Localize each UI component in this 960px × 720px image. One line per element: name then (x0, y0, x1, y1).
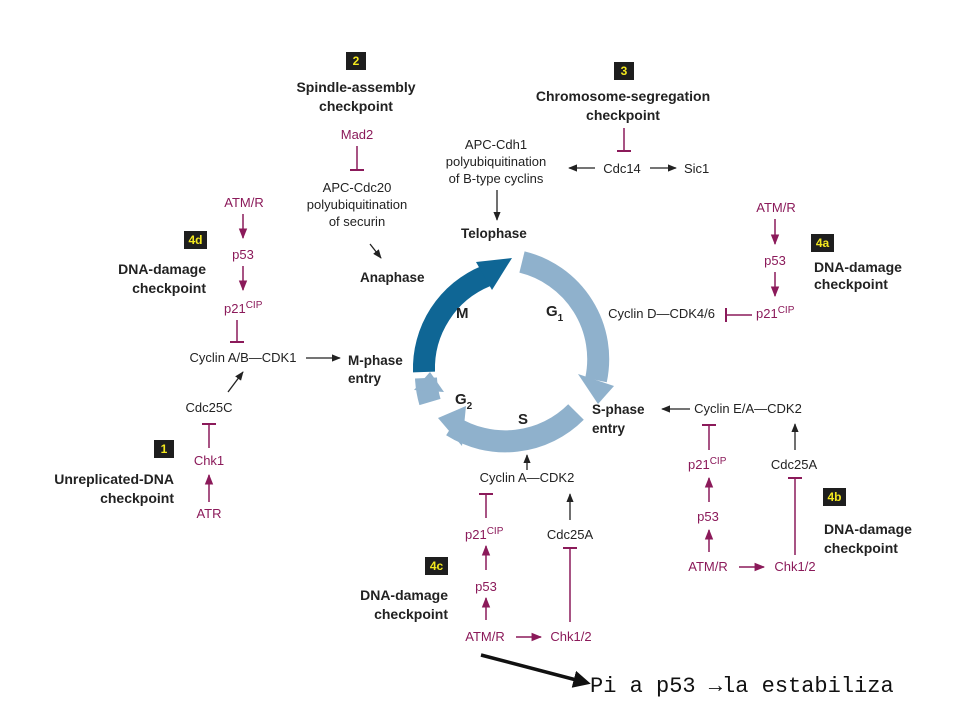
4b-chk-label: Chk1/2 (774, 559, 815, 574)
caption-annotation: Pi a p53 →la estabiliza (480, 653, 894, 699)
chk1-label: Chk1 (194, 453, 224, 468)
badge-1-label: 1 (161, 442, 168, 456)
g2-m-arrowhead (414, 372, 444, 392)
badge-4a-box (811, 234, 834, 252)
checkpoint-4a-dna-damage: ATM/R 4a p53 DNA-damage checkpoint p21CI… (608, 200, 902, 322)
checkpoint-4d-title-line1: DNA-damage (118, 261, 206, 277)
sic1-label: Sic1 (684, 161, 709, 176)
apc-cdh1-line3: of B-type cyclins (449, 171, 544, 186)
mad2-label: Mad2 (341, 127, 374, 142)
4b-cdc25a-label: Cdc25A (771, 457, 818, 472)
checkpoint-4c-title-line1: DNA-damage (360, 587, 448, 603)
telophase-label: Telophase (461, 226, 527, 241)
checkpoint-4d-dna-damage: ATM/R 4d p53 DNA-damage checkpoint p21CI… (118, 195, 403, 386)
4d-p53-label: p53 (232, 247, 254, 262)
sphase-entry-line2: entry (592, 421, 626, 436)
4b-atm-label: ATM/R (688, 559, 727, 574)
sphase-entry-line1: S-phase (592, 402, 645, 417)
4d-atm-label: ATM/R (224, 195, 263, 210)
4c-cdc25a-label: Cdc25A (547, 527, 594, 542)
phase-m-label: M (456, 305, 469, 322)
g2-arrowhead (438, 406, 466, 446)
checkpoint-2-title-line2: checkpoint (319, 98, 393, 114)
badge-4d-box (184, 231, 207, 249)
checkpoint-4d-title-line2: checkpoint (132, 280, 206, 296)
anaphase-label: Anaphase (360, 270, 425, 285)
m-arc (412, 265, 491, 373)
s-g2-arc (446, 404, 584, 453)
cyclin-ab-cdk1-label: Cyclin A/B—CDK1 (190, 350, 297, 365)
cyclin-d-cdk46-label: Cyclin D—CDK4/6 (608, 306, 715, 321)
caption-text: Pi a p53 →la estabiliza (590, 674, 894, 699)
checkpoint-4c-dna-damage: Cyclin A—CDK2 p21CIP Cdc25A 4c p53 DNA-d… (360, 454, 594, 644)
badge-4a-label: 4a (816, 236, 830, 250)
badge-3-box (614, 62, 634, 80)
4c-p53-label: p53 (475, 579, 497, 594)
phase-g2-label: G2 (455, 391, 473, 412)
checkpoint-4b-title-line1: DNA-damage (824, 521, 912, 537)
checkpoint-4a-title-line2: checkpoint (814, 276, 888, 292)
apc-cdc20-line2: polyubiquitination (307, 197, 407, 212)
apc-to-anaphase-arrow (369, 243, 382, 259)
badge-4c-label: 4c (430, 559, 444, 573)
4a-p21-label: p21CIP (756, 305, 795, 321)
cdc25c-label: Cdc25C (186, 400, 233, 415)
g1-arrowhead (578, 374, 614, 404)
phase-g1-label: G1 (546, 303, 564, 324)
checkpoint-4c-title-line2: checkpoint (374, 606, 448, 622)
checkpoint-4b-dna-damage: S-phase entry Cyclin E/A—CDK2 p21CIP Cdc… (592, 401, 912, 574)
checkpoint-4b-title-line2: checkpoint (824, 540, 898, 556)
badge-4b-box (823, 488, 846, 506)
cdc14-label: Cdc14 (603, 161, 641, 176)
apc-cdc20-line3: of securin (329, 214, 385, 229)
g1-arc (519, 251, 610, 383)
atr-label: ATR (196, 506, 221, 521)
checkpoint-2-title-line1: Spindle-assembly (296, 79, 415, 95)
checkpoint-1-title-line1: Unreplicated-DNA (54, 471, 174, 487)
m-arrowhead (476, 258, 512, 290)
4b-p21-label: p21CIP (688, 456, 727, 472)
mphase-entry-line1: M-phase (348, 353, 403, 368)
4b-p53-label: p53 (697, 509, 719, 524)
badge-4c-box (425, 557, 448, 575)
badge-3-label: 3 (621, 64, 628, 78)
apc-cdh1-line2: polyubiquitination (446, 154, 546, 169)
checkpoint-1-unreplicated-dna: Cdc25C 1 Chk1 Unreplicated-DNA checkpoin… (54, 371, 244, 521)
mphase-entry-line2: entry (348, 371, 382, 386)
badge-4d-label: 4d (188, 233, 202, 247)
4c-chk-label: Chk1/2 (550, 629, 591, 644)
badge-1-box (154, 440, 174, 458)
cyclin-ea-cdk2-label: Cyclin E/A—CDK2 (694, 401, 802, 416)
apc-cdc20-line1: APC-Cdc20 (323, 180, 392, 195)
checkpoint-2-spindle-assembly: 2 Spindle-assembly checkpoint Mad2 APC-C… (296, 52, 425, 285)
checkpoint-3-chromosome-segregation: 3 Chromosome-segregation checkpoint APC-… (446, 62, 710, 241)
4a-atm-label: ATM/R (756, 200, 795, 215)
badge-4b-label: 4b (827, 490, 841, 504)
4c-atm-label: ATM/R (465, 629, 504, 644)
4d-p21-label: p21CIP (224, 300, 263, 316)
cdc25c-to-cyclin-arrow (227, 371, 244, 393)
cyclin-a-cdk2-label: Cyclin A—CDK2 (480, 470, 575, 485)
checkpoint-1-title-line2: checkpoint (100, 490, 174, 506)
checkpoint-4a-title-line1: DNA-damage (814, 259, 902, 275)
4a-p53-label: p53 (764, 253, 786, 268)
checkpoint-3-title-line1: Chromosome-segregation (536, 88, 710, 104)
badge-2-label: 2 (353, 54, 360, 68)
caption-pointer-arrow (480, 653, 591, 688)
phase-s-label: S (518, 411, 528, 428)
4c-p21-label: p21CIP (465, 526, 504, 542)
apc-cdh1-line1: APC-Cdh1 (465, 137, 527, 152)
cell-cycle-wheel: M G1 S G2 (412, 251, 614, 453)
badge-2-box (346, 52, 366, 70)
checkpoint-3-title-line2: checkpoint (586, 107, 660, 123)
